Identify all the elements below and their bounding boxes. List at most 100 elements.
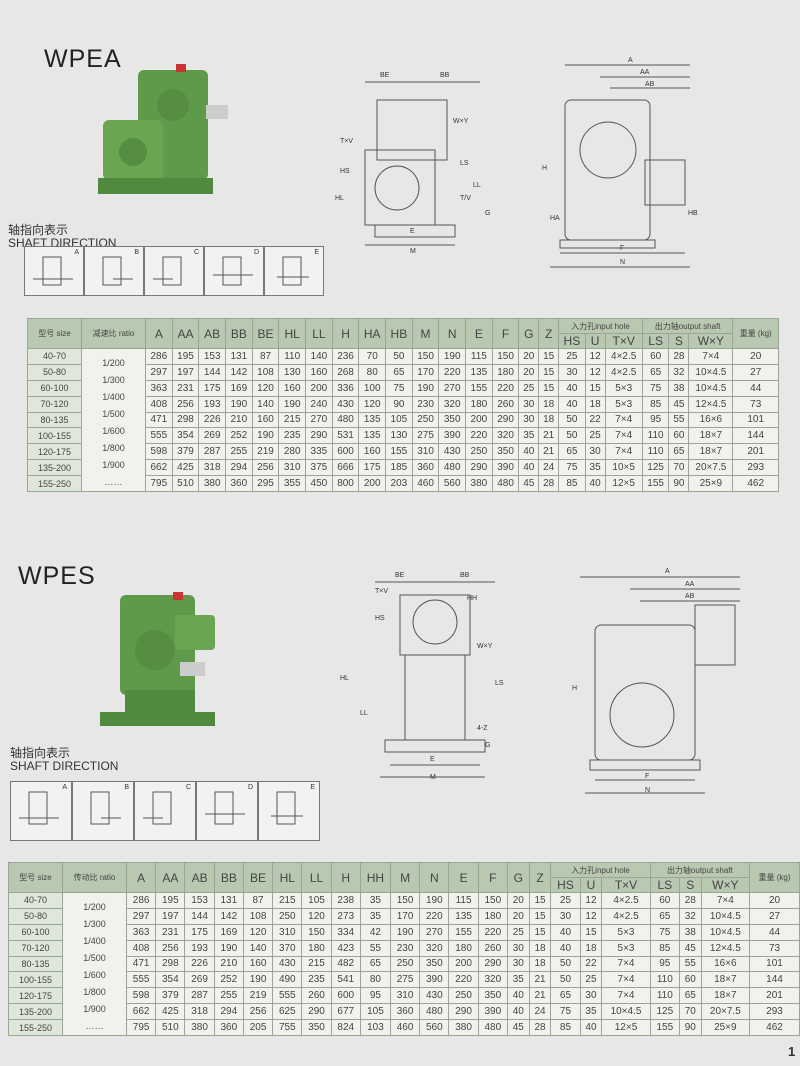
header-be: BE	[251, 318, 280, 349]
value-cell: 90	[668, 475, 690, 492]
value-cell: 150	[477, 892, 508, 909]
shaft-icon-b: B	[84, 246, 144, 296]
value-cell: 20×7.5	[700, 1003, 751, 1020]
header-sub: LS	[641, 333, 670, 349]
value-cell: 160	[242, 955, 274, 973]
header-aa: AA	[155, 862, 186, 893]
value-cell: 298	[171, 411, 200, 429]
value-cell: 180	[477, 907, 508, 925]
value-cell: 310	[389, 987, 421, 1005]
header-sub: S	[678, 877, 702, 893]
value-cell: 408	[145, 395, 173, 413]
header-ratio: 减速比 ratio	[81, 318, 146, 349]
header-h: H	[331, 318, 360, 349]
value-cell: 260	[477, 939, 508, 957]
value-cell: 190	[213, 939, 244, 957]
value-cell: 379	[155, 987, 186, 1005]
value-cell: 219	[242, 987, 274, 1005]
value-cell: 354	[171, 427, 200, 445]
value-cell: 35	[579, 1003, 603, 1020]
value-cell: 430	[331, 395, 360, 413]
value-cell: 185	[385, 459, 413, 476]
value-cell: 135	[358, 427, 387, 445]
header-a: A	[125, 862, 157, 893]
value-cell: 28	[528, 1019, 552, 1036]
value-cell: 144	[732, 427, 779, 445]
value-cell: 201	[732, 443, 779, 461]
value-cell: 20	[506, 892, 530, 909]
value-cell: 190	[438, 348, 467, 365]
value-cell: 25	[550, 892, 581, 909]
value-cell: 203	[385, 475, 413, 492]
ratio-value: ……	[104, 477, 123, 487]
header-n: N	[438, 318, 467, 349]
value-cell: 12×4.5	[688, 395, 734, 413]
wpes-product-photo	[100, 592, 215, 726]
value-cell: 65	[558, 443, 586, 461]
value-cell: 269	[184, 971, 215, 989]
value-cell: 195	[155, 892, 186, 909]
ratio-value: 1/600	[102, 426, 125, 436]
value-cell: 110	[641, 427, 670, 445]
value-cell: 105	[359, 1003, 391, 1020]
value-cell: 28	[538, 475, 560, 492]
value-cell: 7×4	[604, 427, 643, 445]
value-cell: 50	[550, 971, 581, 989]
value-cell: 270	[438, 379, 467, 397]
value-cell: 55	[678, 955, 702, 973]
value-cell: 10×4.5	[700, 923, 751, 941]
value-cell: 275	[411, 427, 440, 445]
value-cell: 150	[411, 348, 440, 365]
value-cell: 220	[477, 923, 508, 941]
header-f: F	[477, 862, 508, 893]
ratio-value: 1/200	[83, 902, 106, 912]
value-cell: 4×2.5	[604, 348, 643, 365]
header-sub: S	[668, 333, 690, 349]
value-cell: 450	[305, 475, 333, 492]
value-cell: 73	[749, 939, 800, 957]
value-cell: 140	[251, 395, 280, 413]
value-cell: 40	[506, 987, 530, 1005]
value-cell: 108	[242, 907, 274, 925]
value-cell: 480	[438, 459, 467, 476]
value-cell: 27	[749, 907, 800, 925]
value-cell: 220	[438, 363, 467, 381]
value-cell: 170	[389, 907, 421, 925]
value-cell: 230	[411, 395, 440, 413]
value-cell: 65	[641, 363, 670, 381]
value-cell: 293	[749, 1003, 800, 1020]
value-cell: 226	[184, 955, 215, 973]
value-cell: 197	[171, 363, 200, 381]
value-cell: 80	[358, 363, 387, 381]
header-size: 型号 size	[8, 862, 63, 893]
value-cell: 235	[278, 427, 307, 445]
value-cell: 22	[579, 955, 603, 973]
value-cell: 150	[491, 348, 520, 365]
value-cell: 379	[171, 443, 200, 461]
value-cell: 50	[558, 427, 586, 445]
value-cell: 25	[558, 348, 586, 365]
header-m: M	[389, 862, 421, 893]
value-cell: 103	[359, 1019, 391, 1036]
value-cell: 160	[305, 363, 333, 381]
header-g: G	[518, 318, 540, 349]
value-cell: 250	[411, 411, 440, 429]
value-cell: 115	[448, 892, 479, 909]
value-cell: 360	[225, 475, 253, 492]
value-cell: 40	[518, 443, 540, 461]
value-cell: 144	[184, 907, 215, 925]
value-cell: 28	[668, 348, 690, 365]
value-cell: 40	[579, 1019, 603, 1036]
value-cell: 50	[550, 955, 581, 973]
value-cell: 144	[749, 971, 800, 989]
value-cell: 90	[678, 1019, 702, 1036]
value-cell: 471	[125, 955, 157, 973]
value-cell: 7×4	[601, 987, 651, 1005]
value-cell: 180	[465, 395, 493, 413]
value-cell: 350	[491, 443, 520, 461]
value-cell: 65	[678, 987, 702, 1005]
